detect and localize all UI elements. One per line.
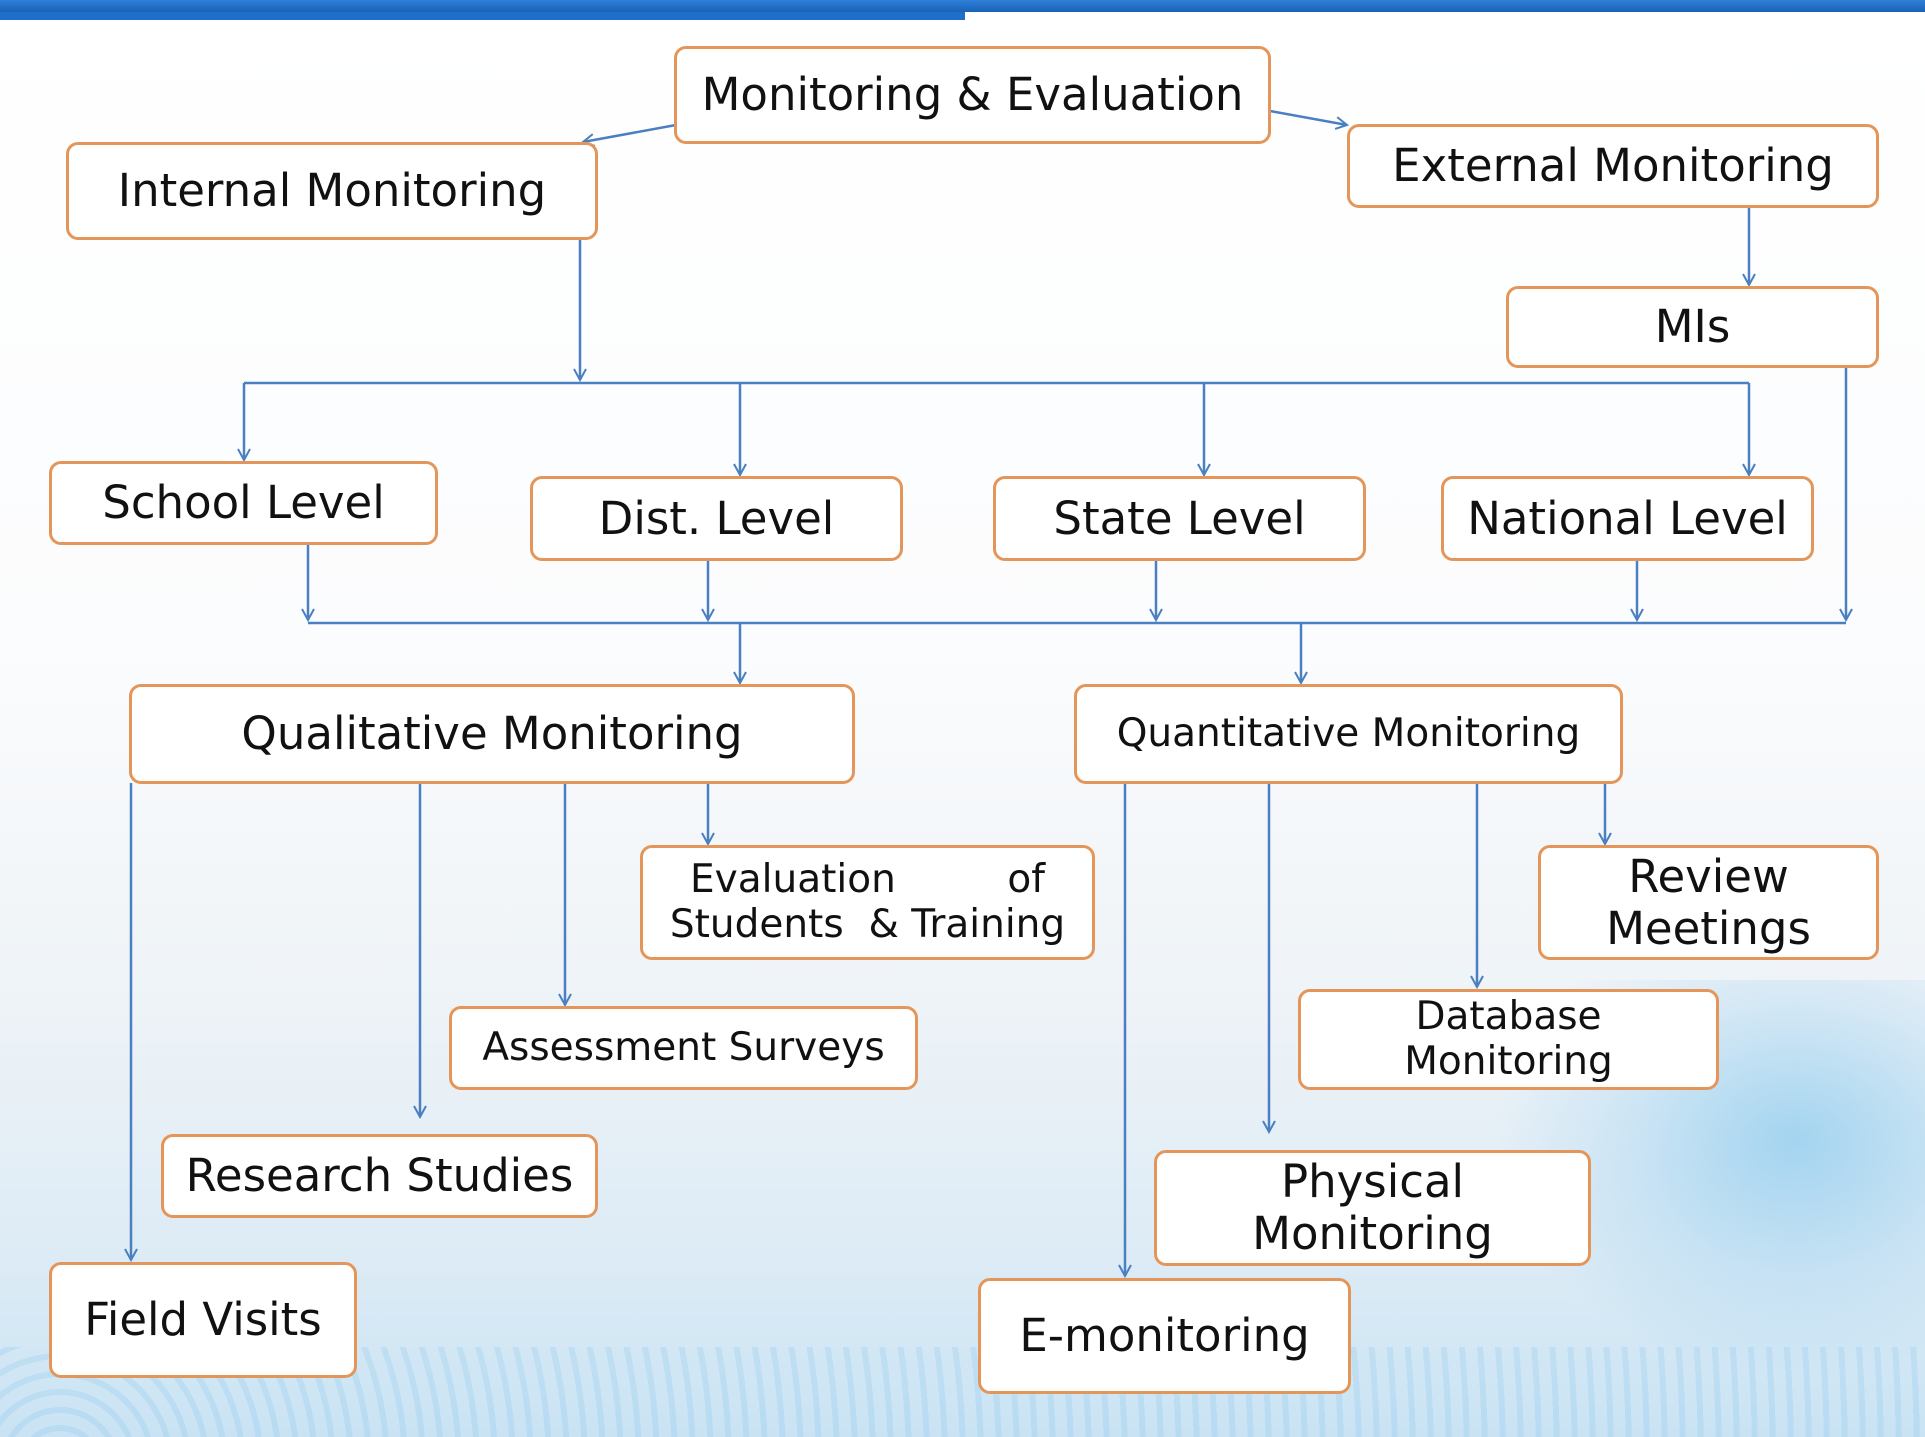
node-dist-level-label: Dist. Level xyxy=(598,491,835,545)
node-school-level: School Level xyxy=(49,461,438,545)
node-physical-monitoring-line2: Monitoring xyxy=(1252,1207,1493,1260)
node-database-monitoring: Database Monitoring xyxy=(1298,989,1719,1090)
node-review-meetings-line1: Review xyxy=(1628,849,1789,903)
node-national-level-label: National Level xyxy=(1467,491,1788,545)
node-e-monitoring: E-monitoring xyxy=(978,1278,1351,1394)
node-database-monitoring-line2: Monitoring xyxy=(1404,1038,1613,1084)
node-state-level-label: State Level xyxy=(1053,491,1306,545)
node-quantitative-monitoring: Quantitative Monitoring xyxy=(1074,684,1623,784)
node-state-level: State Level xyxy=(993,476,1366,561)
node-mis: MIs xyxy=(1506,286,1879,368)
node-field-visits-label: Field Visits xyxy=(84,1293,322,1347)
node-external-monitoring-label: External Monitoring xyxy=(1392,139,1834,193)
node-monitoring-evaluation: Monitoring & Evaluation xyxy=(674,46,1271,144)
edge-root-external xyxy=(1269,109,1347,125)
node-dist-level: Dist. Level xyxy=(530,476,903,561)
node-qualitative-monitoring-label: Qualitative Monitoring xyxy=(241,707,743,761)
node-external-monitoring: External Monitoring xyxy=(1347,124,1879,208)
node-mis-label: MIs xyxy=(1654,300,1731,354)
node-review-meetings-line2: Meetings xyxy=(1606,901,1811,955)
node-assessment-surveys: Assessment Surveys xyxy=(449,1006,918,1090)
node-physical-monitoring-line1: Physical xyxy=(1280,1155,1465,1209)
node-research-studies: Research Studies xyxy=(161,1134,598,1218)
top-bar xyxy=(0,0,1925,12)
node-review-meetings: Review Meetings xyxy=(1538,845,1879,960)
node-monitoring-evaluation-label: Monitoring & Evaluation xyxy=(701,68,1244,122)
node-field-visits: Field Visits xyxy=(49,1262,357,1378)
node-school-level-label: School Level xyxy=(102,476,385,530)
node-physical-monitoring: Physical Monitoring xyxy=(1154,1150,1591,1266)
node-e-monitoring-label: E-monitoring xyxy=(1019,1309,1310,1363)
node-assessment-surveys-label: Assessment Surveys xyxy=(482,1024,885,1070)
node-evaluation-students-training: Evaluation of Students & Training xyxy=(640,845,1095,960)
top-bar-accent xyxy=(0,12,965,20)
node-research-studies-label: Research Studies xyxy=(185,1149,574,1203)
node-evaluation-line2: Students & Training xyxy=(669,901,1066,947)
node-internal-monitoring-label: Internal Monitoring xyxy=(117,164,547,218)
node-evaluation-line1: Evaluation of xyxy=(690,856,1045,902)
node-qualitative-monitoring: Qualitative Monitoring xyxy=(129,684,855,784)
edge-root-internal xyxy=(583,123,677,142)
node-database-monitoring-line1: Database xyxy=(1415,993,1602,1039)
node-quantitative-monitoring-label: Quantitative Monitoring xyxy=(1116,710,1581,756)
node-internal-monitoring: Internal Monitoring xyxy=(66,142,598,240)
node-national-level: National Level xyxy=(1441,476,1814,561)
